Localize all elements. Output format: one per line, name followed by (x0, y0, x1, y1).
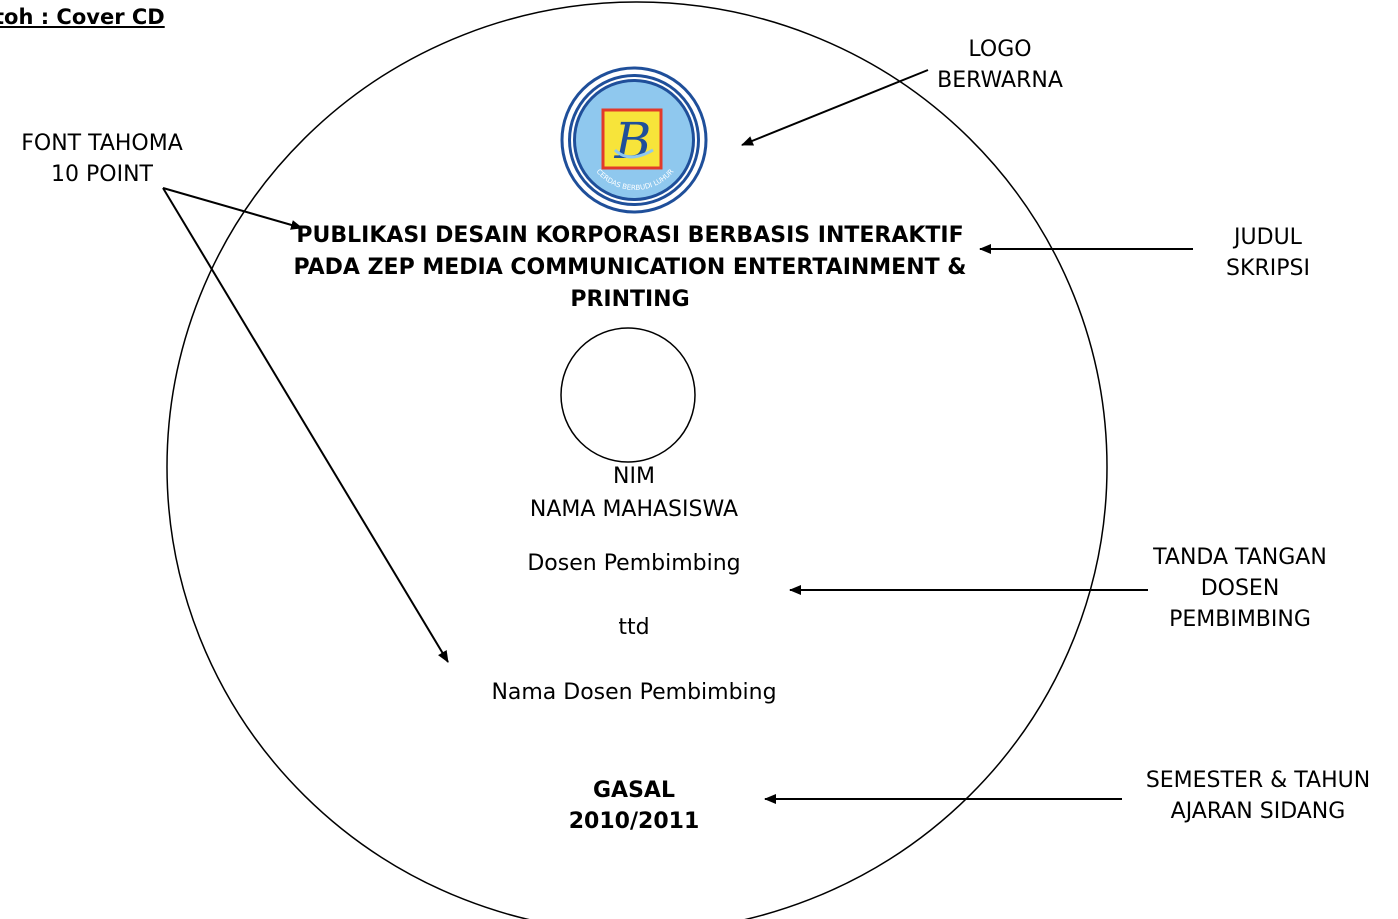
annotation-signature: TANDA TANGAN DOSEN PEMBIMBING (1140, 542, 1340, 635)
annotation-logo-line: LOGO (968, 37, 1032, 62)
annotation-font: FONT TAHOMA 10 POINT (2, 128, 202, 190)
annotation-semester-line: SEMESTER & TAHUN (1145, 768, 1371, 793)
thesis-title-line: PUBLIKASI DESAIN KORPORASI BERBASIS INTE… (296, 223, 964, 248)
thesis-title-line: PADA ZEP MEDIA COMMUNICATION ENTERTAINME… (293, 255, 967, 280)
academic-year-label: 2010/2011 (568, 809, 700, 834)
annotation-logo-line: BERWARNA (937, 68, 1063, 93)
annotation-font-line: FONT TAHOMA (21, 131, 183, 156)
arrow-font-body (162, 187, 449, 663)
annotation-semester: SEMESTER & TAHUN AJARAN SIDANG (1128, 765, 1388, 827)
signature-label: ttd (618, 615, 650, 640)
arrow-font-title (162, 187, 303, 230)
semester-label: GASAL (593, 778, 675, 803)
annotation-signature-line: PEMBIMBING (1169, 607, 1311, 632)
annotation-font-line: 10 POINT (51, 162, 153, 187)
logo-letter: B (614, 112, 652, 170)
advisor-name-label: Nama Dosen Pembimbing (491, 680, 777, 705)
thesis-title: PUBLIKASI DESAIN KORPORASI BERBASIS INTE… (230, 220, 1030, 316)
annotation-title-line: JUDUL (1234, 225, 1302, 250)
annotation-logo: LOGO BERWARNA (900, 34, 1100, 96)
student-name-label: NAMA MAHASISWA (529, 497, 739, 522)
annotation-semester-line: AJARAN SIDANG (1170, 799, 1346, 824)
thesis-title-line: PRINTING (570, 287, 690, 312)
page-heading: toh : Cover CD (0, 5, 165, 29)
advisor-label: Dosen Pembimbing (527, 551, 741, 576)
cd-disc-outline (166, 1, 1108, 919)
annotation-signature-line: TANDA TANGAN (1153, 545, 1327, 570)
arrow-logo (741, 69, 929, 146)
cd-center-hole (560, 327, 696, 463)
annotation-title-line: SKRIPSI (1226, 256, 1310, 281)
nim-label: NIM (613, 464, 655, 489)
university-logo-icon: B CERDAS BERBUDI LUHUR (560, 66, 708, 214)
annotation-signature-line: DOSEN (1200, 576, 1280, 601)
annotation-title: JUDUL SKRIPSI (1168, 222, 1368, 284)
